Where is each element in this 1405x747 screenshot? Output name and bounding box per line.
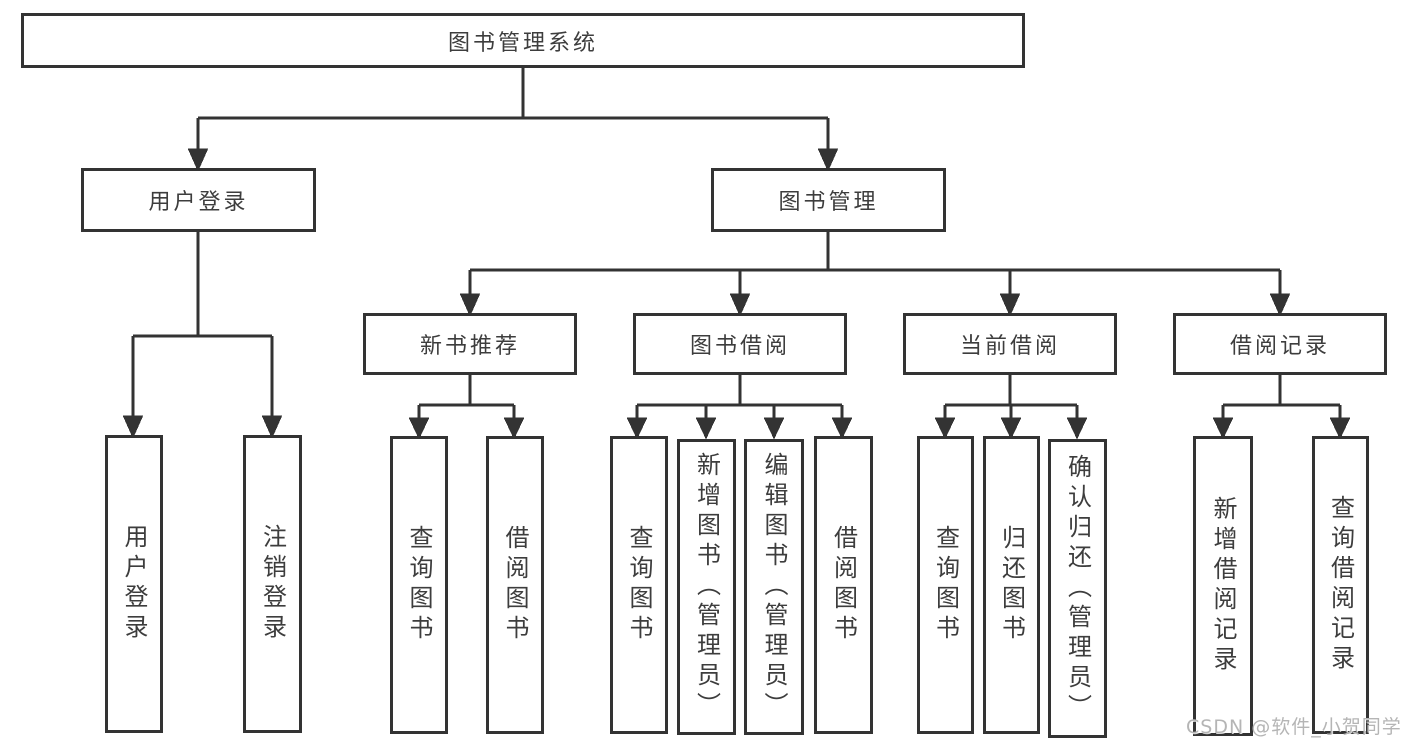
node-borrowing-records: 借阅记录 <box>1173 313 1387 375</box>
edges-book-borrowing <box>626 375 853 440</box>
edges-new-book-recommend <box>408 375 525 440</box>
node-book-borrowing: 图书借阅 <box>633 313 847 375</box>
node-current-query-books: 查询图书 <box>917 436 974 734</box>
node-current-confirm-return: 确认归还（管理员） <box>1048 439 1107 738</box>
node-book-borrowing-label: 图书借阅 <box>689 334 790 359</box>
node-current-borrowing: 当前借阅 <box>903 313 1117 375</box>
node-recommend-query-books-label: 查询图书 <box>405 525 433 645</box>
arrowhead-current-return <box>1000 417 1022 440</box>
arrowhead-recommend-query <box>408 417 430 440</box>
node-logout: 注销登录 <box>243 435 302 733</box>
arrowhead-borrowing-query <box>626 417 648 440</box>
node-recommend-query-books: 查询图书 <box>390 436 448 734</box>
node-book-management: 图书管理 <box>711 168 946 232</box>
arrowhead-records-add <box>1212 417 1234 440</box>
node-borrowing-add-books: 新增图书（管理员） <box>677 439 736 735</box>
edges-current-borrowing <box>934 375 1088 440</box>
node-user-login-leaf-label: 用户登录 <box>120 524 148 644</box>
node-new-book-recommend: 新书推荐 <box>363 313 577 375</box>
node-current-confirm-return-label: 确认归还（管理员） <box>1063 453 1092 724</box>
node-borrowing-records-label: 借阅记录 <box>1229 334 1330 359</box>
node-root-label: 图书管理系统 <box>447 30 598 56</box>
node-borrowing-edit-books: 编辑图书（管理员） <box>744 439 804 735</box>
arrowhead-user-login-leaf <box>122 415 144 439</box>
arrowhead-book-management <box>817 148 839 172</box>
node-current-borrowing-label: 当前借阅 <box>959 334 1060 359</box>
node-current-return-books-label: 归还图书 <box>997 525 1026 645</box>
arrowhead-new-book-recommend <box>459 293 481 317</box>
arrowhead-book-borrowing <box>729 293 751 317</box>
edge-borrowing-records-lines <box>1221 375 1342 421</box>
node-user-login: 用户登录 <box>81 168 316 232</box>
arrowhead-borrowing-edit <box>763 417 785 440</box>
node-user-login-label: 用户登录 <box>148 190 249 215</box>
node-current-query-books-label: 查询图书 <box>931 525 960 645</box>
node-records-query-record: 查询借阅记录 <box>1312 436 1369 734</box>
node-user-login-leaf: 用户登录 <box>105 435 163 733</box>
node-new-book-recommend-label: 新书推荐 <box>419 334 520 359</box>
arrowhead-user-login <box>187 148 209 172</box>
arrowhead-recommend-borrow <box>503 417 525 440</box>
edge-book-borrowing-lines <box>635 375 844 421</box>
node-root: 图书管理系统 <box>21 13 1025 68</box>
node-borrowing-borrow-books: 借阅图书 <box>814 436 873 734</box>
node-recommend-borrow-books-label: 借阅图书 <box>501 525 529 645</box>
node-recommend-borrow-books: 借阅图书 <box>486 436 544 734</box>
edges-user-login <box>122 232 283 439</box>
node-current-return-books: 归还图书 <box>983 436 1040 734</box>
watermark-text: CSDN @软件_小贺同学 <box>1186 716 1402 738</box>
node-borrowing-edit-books-label: 编辑图书（管理员） <box>760 452 788 722</box>
node-borrowing-query-books: 查询图书 <box>610 436 668 734</box>
arrowhead-current-confirm <box>1066 417 1088 440</box>
arrowhead-logout <box>261 415 283 439</box>
node-borrowing-add-books-label: 新增图书（管理员） <box>692 452 721 722</box>
node-records-add-record-label: 新增借阅记录 <box>1209 496 1237 676</box>
edges-root <box>187 68 839 172</box>
edge-new-book-recommend-lines <box>417 375 516 421</box>
arrowhead-records-query <box>1329 417 1351 440</box>
node-book-management-label: 图书管理 <box>778 190 879 215</box>
edge-book-management-lines <box>468 232 1282 297</box>
node-logout-label: 注销登录 <box>258 524 287 644</box>
node-borrowing-borrow-books-label: 借阅图书 <box>829 525 858 645</box>
node-borrowing-query-books-label: 查询图书 <box>625 525 653 645</box>
edge-current-borrowing-lines <box>943 375 1079 421</box>
arrowhead-current-borrowing <box>999 293 1021 317</box>
edge-root-lines <box>196 68 830 152</box>
edge-user-login-lines <box>131 232 274 419</box>
edges-borrowing-records <box>1212 375 1351 440</box>
arrowhead-borrowing-borrow <box>831 417 853 440</box>
node-records-add-record: 新增借阅记录 <box>1193 436 1253 736</box>
edges-book-management <box>459 232 1291 317</box>
arrowhead-borrowing-add <box>695 417 717 440</box>
arrowhead-borrowing-records <box>1269 293 1291 317</box>
arrowhead-current-query <box>934 417 956 440</box>
node-records-query-record-label: 查询借阅记录 <box>1326 495 1355 675</box>
